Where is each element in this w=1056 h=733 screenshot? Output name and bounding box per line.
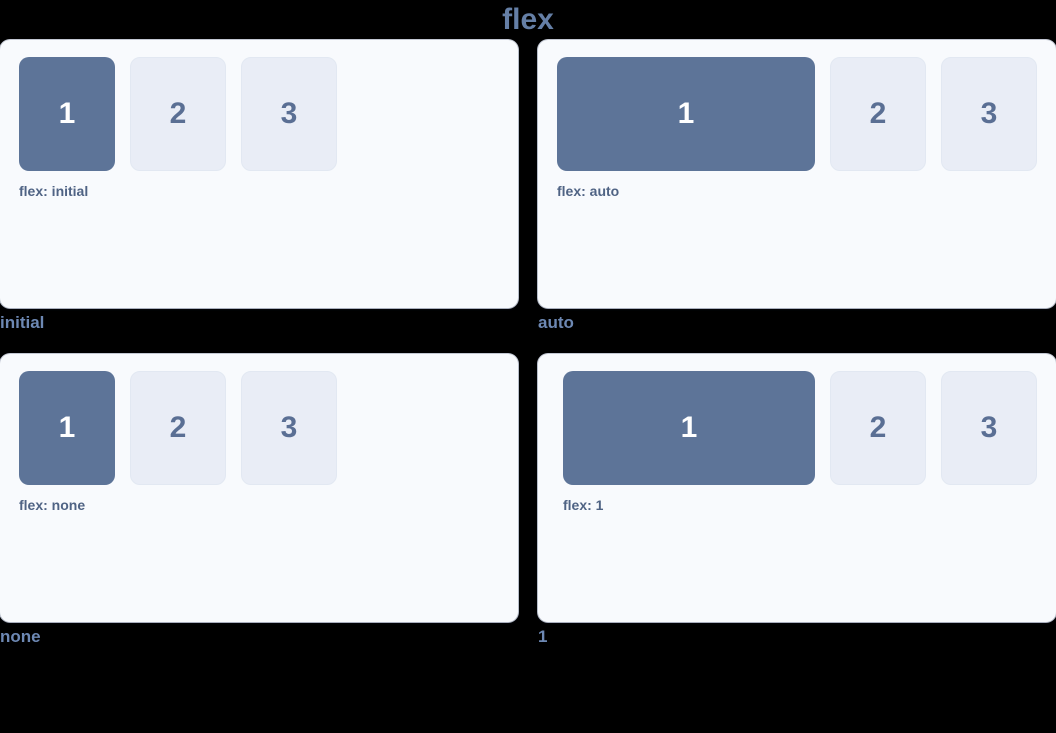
flex-item-2: 2 bbox=[830, 371, 926, 485]
flex-container-auto: 1 2 3 bbox=[538, 57, 1056, 171]
flex-item-2: 2 bbox=[130, 371, 226, 485]
flex-item-1: 1 bbox=[19, 57, 115, 171]
demo-caption-one: flex: 1 bbox=[563, 497, 604, 513]
flex-item-1: 1 bbox=[557, 57, 815, 171]
flex-item-3: 3 bbox=[941, 371, 1037, 485]
demo-panel-one: 1 2 3 flex: 1 bbox=[538, 354, 1056, 622]
demo-label-initial: initial bbox=[0, 313, 45, 332]
flex-item-3: 3 bbox=[941, 57, 1037, 171]
demo-cell-none: 1 2 3 flex: none none bbox=[0, 354, 518, 648]
demo-cell-initial: 1 2 3 flex: initial initial bbox=[0, 40, 518, 334]
flex-item-1: 1 bbox=[19, 371, 115, 485]
demo-panel-none: 1 2 3 flex: none bbox=[0, 354, 518, 622]
flex-container-initial: 1 2 3 bbox=[0, 57, 518, 171]
flex-container-one: 1 2 3 bbox=[544, 371, 1056, 485]
flex-item-2: 2 bbox=[130, 57, 226, 171]
demo-panel-initial: 1 2 3 flex: initial bbox=[0, 40, 518, 308]
flex-item-3: 3 bbox=[241, 57, 337, 171]
flex-demo-grid: 1 2 3 flex: initial initial 1 2 3 flex: … bbox=[0, 40, 1056, 648]
flex-item-1: 1 bbox=[563, 371, 815, 485]
demo-panel-auto: 1 2 3 flex: auto bbox=[538, 40, 1056, 308]
demo-caption-initial: flex: initial bbox=[19, 183, 89, 199]
demo-cell-one: 1 2 3 flex: 1 1 bbox=[538, 354, 1056, 648]
demo-label-none: none bbox=[0, 627, 41, 646]
demo-cell-auto: 1 2 3 flex: auto auto bbox=[538, 40, 1056, 334]
flex-item-2: 2 bbox=[830, 57, 926, 171]
demo-caption-none: flex: none bbox=[19, 497, 86, 513]
demo-label-one: 1 bbox=[538, 627, 548, 646]
flex-item-3: 3 bbox=[241, 371, 337, 485]
demo-label-auto: auto bbox=[538, 313, 574, 332]
flex-container-none: 1 2 3 bbox=[0, 371, 518, 485]
page-title: flex bbox=[502, 3, 554, 36]
demo-caption-auto: flex: auto bbox=[557, 183, 620, 199]
